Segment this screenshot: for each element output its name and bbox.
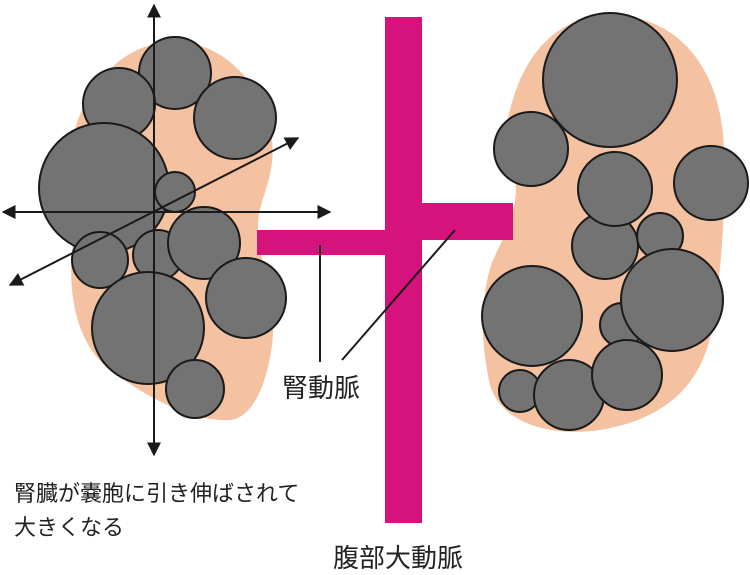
abdominal-aorta-label: 腹部大動脈 xyxy=(333,544,464,574)
right-renal-artery xyxy=(405,203,513,240)
renal-artery-label: 腎動脈 xyxy=(282,374,361,404)
kidney-note-line-2: 大きくなる xyxy=(14,516,125,541)
expansion-arrows-icon xyxy=(1,3,332,457)
renal-artery-leader-lines xyxy=(319,229,456,362)
abdominal-aorta xyxy=(385,17,422,523)
right-kidney-cysts xyxy=(481,12,749,431)
kidney-note-line-1: 腎臓が嚢胞に引き伸ばされて xyxy=(14,482,300,507)
